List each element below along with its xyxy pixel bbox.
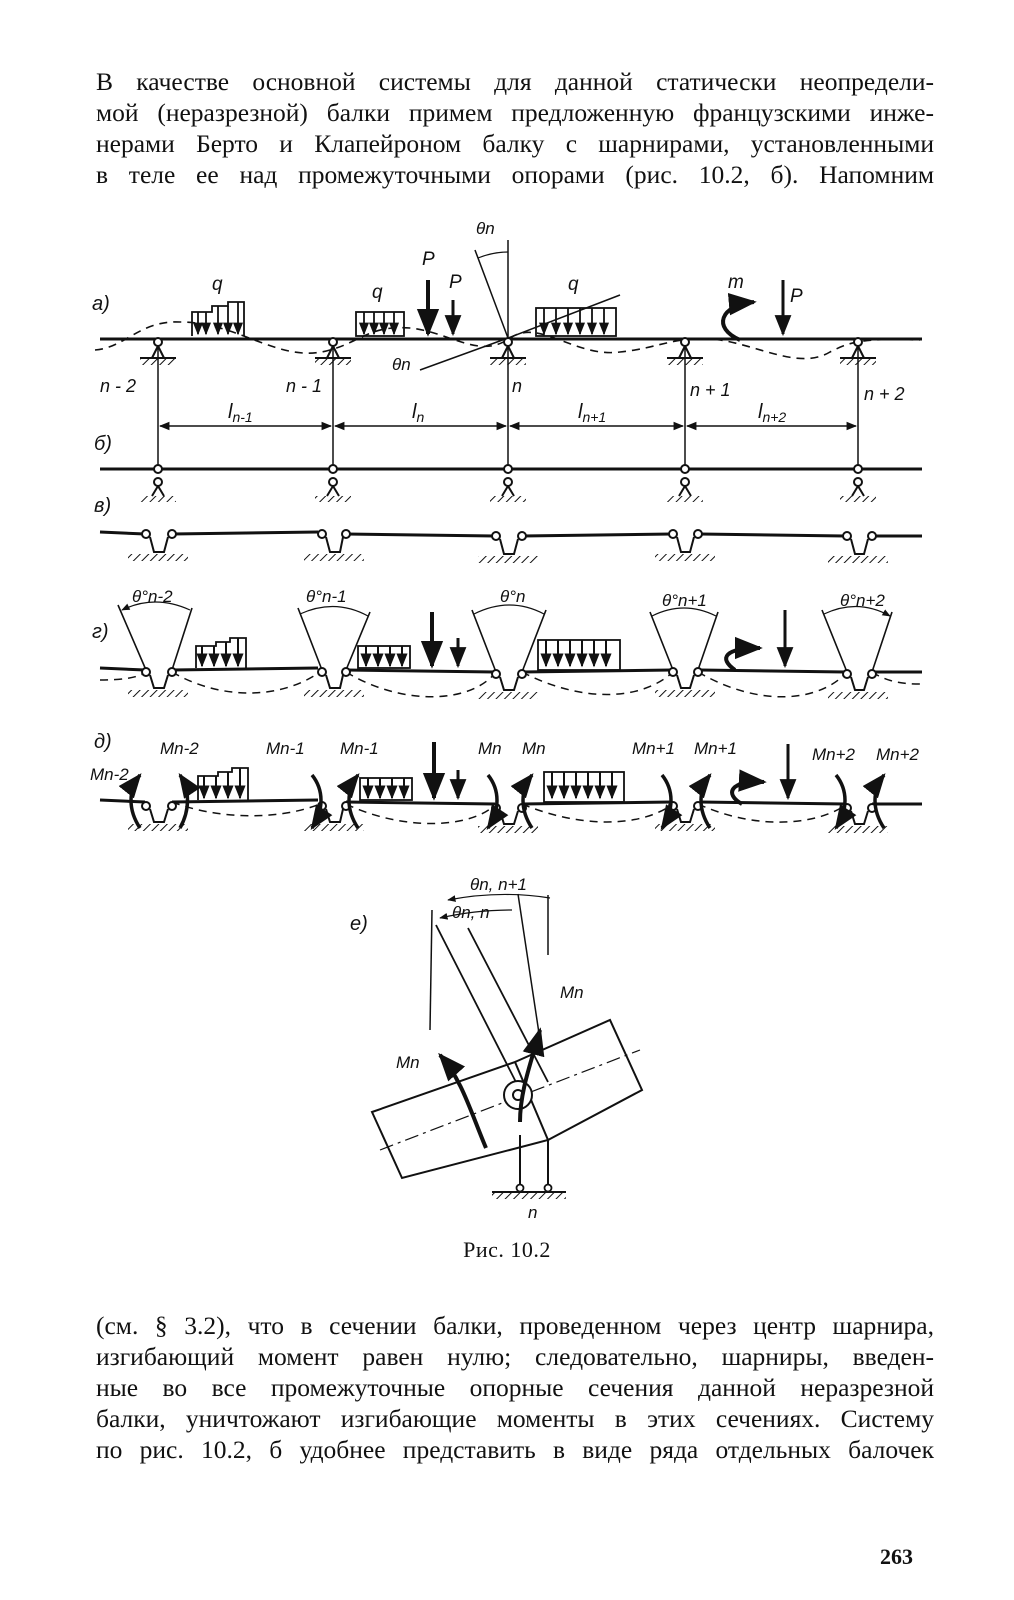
row-label-g: г) bbox=[92, 621, 109, 643]
page-number: 263 bbox=[880, 1544, 913, 1569]
moment-label: Mn bbox=[522, 739, 546, 758]
row-b bbox=[100, 464, 922, 502]
load-label: P bbox=[790, 286, 803, 307]
angle-label: θ°n-2 bbox=[132, 587, 173, 606]
load-label: P bbox=[422, 249, 435, 270]
text-line: изгибающий момент равен нулю; следовател… bbox=[96, 1342, 934, 1371]
text-line: по рис. 10.2, б удобнее представить в ви… bbox=[96, 1435, 934, 1464]
support-label: n bbox=[528, 1203, 537, 1222]
span-label: ln+2 bbox=[758, 401, 786, 425]
support-label: n bbox=[512, 376, 522, 396]
moment-label: Mn-1 bbox=[340, 739, 379, 758]
row-g bbox=[99, 602, 923, 699]
text-line: балки, уничтожают изгибающие моменты в э… bbox=[96, 1404, 934, 1433]
bottom-paragraph: (см. § 3.2), что в сечении балки, провед… bbox=[96, 1310, 934, 1465]
span-label: ln bbox=[412, 401, 424, 425]
text-line: (см. § 3.2), что в сечении балки, провед… bbox=[96, 1311, 934, 1340]
row-label-d: д) bbox=[94, 731, 112, 753]
row-label-e: е) bbox=[350, 913, 368, 935]
moment-label: Mn+1 bbox=[694, 739, 737, 758]
moment-label: Mn bbox=[478, 739, 502, 758]
angle-label: θ°n-1 bbox=[306, 587, 347, 606]
row-label-a: а) bbox=[92, 293, 110, 315]
figure-caption: Рис. 10.2 bbox=[463, 1237, 551, 1262]
row-d bbox=[99, 742, 922, 833]
row-label-b: б) bbox=[94, 433, 112, 455]
moment-arrow bbox=[721, 293, 757, 342]
angle-label: θ°n+1 bbox=[662, 591, 707, 610]
distributed-load bbox=[191, 301, 617, 337]
support-label: n + 1 bbox=[690, 380, 731, 400]
support-label: n - 1 bbox=[286, 376, 322, 396]
top-paragraph: В качестве основной системы для данной с… bbox=[96, 66, 934, 190]
moment-label: Mn bbox=[560, 983, 584, 1002]
row-v bbox=[99, 529, 922, 563]
row-label-v: в) bbox=[94, 495, 111, 517]
text-line: мой (неразрезной) балки примем предложен… bbox=[96, 98, 934, 127]
theta-label: θn, n+1 bbox=[470, 875, 527, 894]
moment-label: Mn+1 bbox=[632, 739, 675, 758]
theta-label: θn bbox=[476, 219, 495, 238]
theta-label: θn bbox=[392, 355, 411, 374]
text-line: в теле ее над промежуточными опорами (ри… bbox=[96, 160, 934, 189]
row-d-labels: Mn-2 Mn-2 Mn-1 Mn-1 Mn Mn Mn+1 Mn+1 Mn+2… bbox=[90, 739, 920, 784]
span-dimensions bbox=[157, 345, 859, 470]
moment-label: Mn+2 bbox=[876, 745, 920, 764]
moment-label: Mn-2 bbox=[90, 765, 129, 784]
span-label: ln-1 bbox=[228, 401, 253, 425]
text-line: нерами Берто и Клапейроном балку с шарни… bbox=[96, 129, 934, 158]
theta-label: θn, n bbox=[452, 903, 490, 922]
load-label: P bbox=[449, 272, 462, 293]
text-line: В качестве основной системы для данной с… bbox=[96, 67, 934, 96]
row-g-labels: θ°n-2 θ°n-1 θ°n θ°n+1 θ°n+2 bbox=[132, 587, 885, 610]
span-labels: ln-1 ln ln+1 ln+2 bbox=[228, 401, 786, 425]
moment-label: Mn+2 bbox=[812, 745, 856, 764]
moment-label: Mn bbox=[396, 1053, 420, 1072]
load-label: q bbox=[568, 274, 579, 295]
row-a-labels: θn θn q q P P q m P n - 2 n - 1 n n + 1 … bbox=[100, 219, 905, 404]
load-label: m bbox=[728, 272, 744, 293]
load-label: q bbox=[372, 282, 383, 303]
angle-label: θ°n bbox=[500, 587, 525, 606]
angle-label: θ°n+2 bbox=[840, 591, 885, 610]
support-label: n + 2 bbox=[864, 384, 905, 404]
span-label: ln+1 bbox=[578, 401, 606, 425]
text-line: ные во все промежуточные опорные сечения… bbox=[96, 1373, 934, 1402]
detail-e bbox=[370, 893, 644, 1199]
detail-e-labels: θn, n+1 θn, n Mn Mn n bbox=[396, 875, 584, 1222]
beam-figure: а) б) в) г) д) е) bbox=[90, 219, 923, 1222]
support-label: n - 2 bbox=[100, 376, 136, 396]
moment-label: Mn-2 bbox=[160, 739, 199, 758]
moment-label: Mn-1 bbox=[266, 739, 305, 758]
load-label: q bbox=[212, 274, 223, 295]
